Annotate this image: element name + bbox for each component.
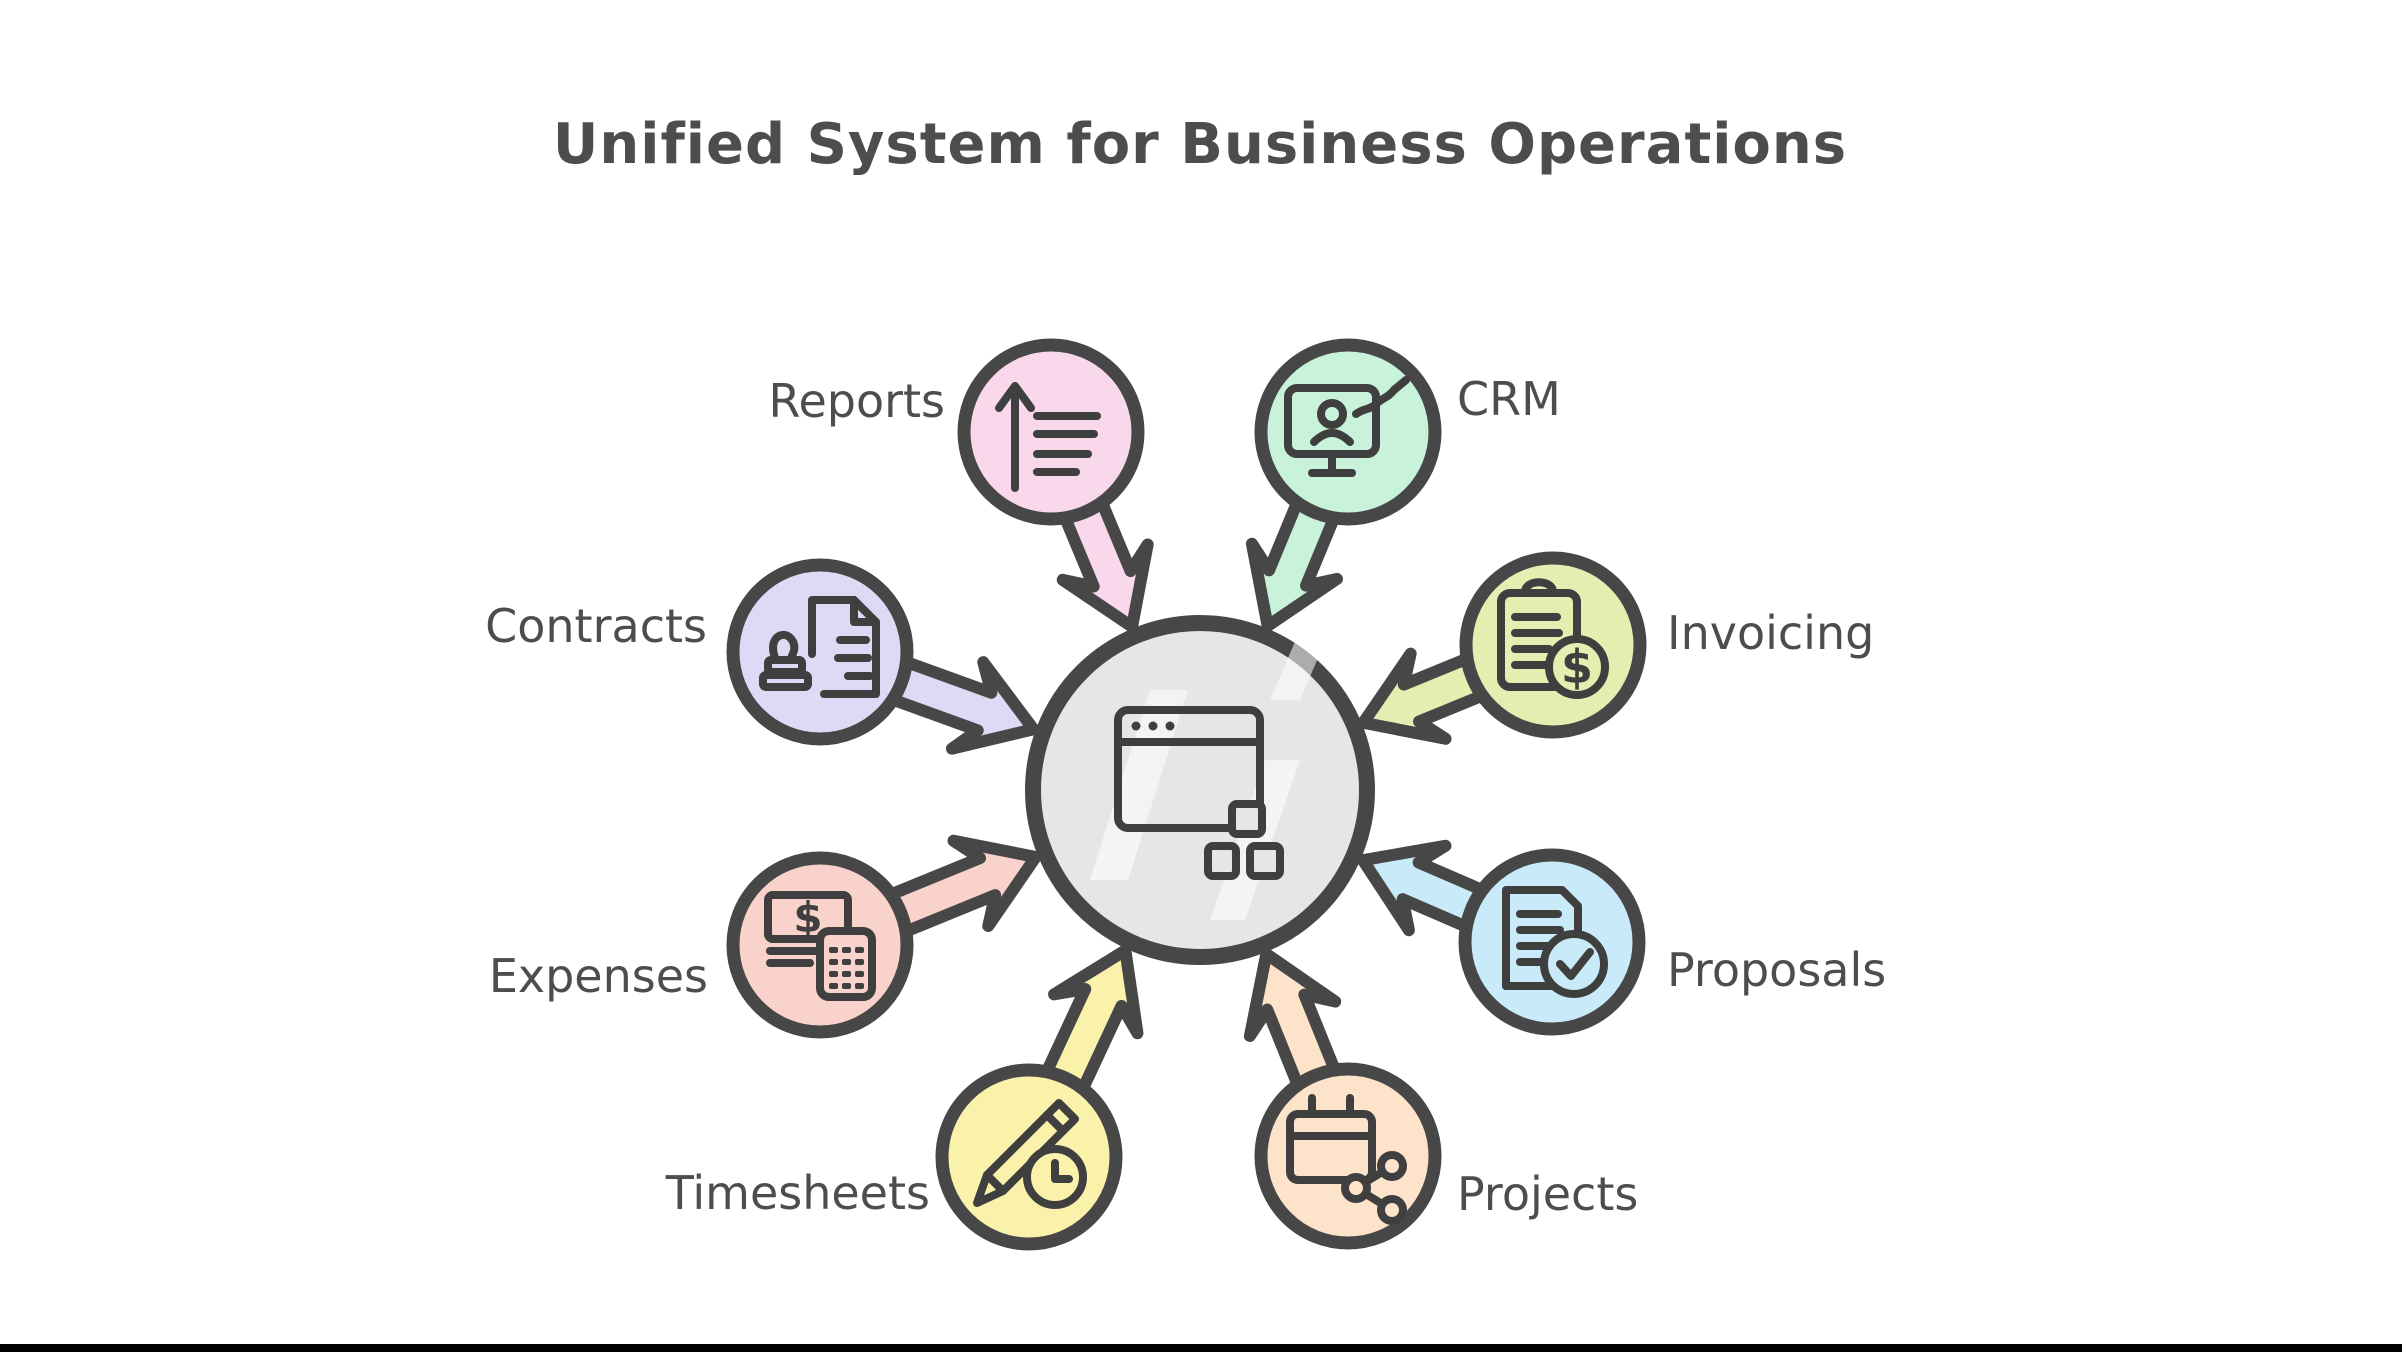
node-reports: Reports: [769, 338, 1145, 526]
page-title: Unified System for Business Operations: [553, 112, 1847, 177]
projects-label: Projects: [1457, 1167, 1638, 1221]
node-crm: CRM: [1254, 338, 1561, 526]
center-hub: [1025, 615, 1375, 965]
node-contracts: Contracts: [485, 558, 914, 746]
hand-drawn-highlights: [1090, 630, 1330, 920]
node-proposals: Proposals: [1458, 848, 1886, 1036]
timesheets-circle: [935, 1063, 1123, 1251]
calendar-share-icon: [1286, 1094, 1407, 1225]
contracts-label: Contracts: [485, 599, 707, 653]
report-growth-icon: [995, 382, 1101, 492]
node-timesheets: Timesheets: [665, 1063, 1123, 1251]
contract-stamp-icon: [759, 596, 880, 698]
dollar-glyph: $: [1561, 640, 1593, 694]
center-circle: [1025, 615, 1375, 965]
calculator-buttons: [829, 947, 864, 989]
node-invoicing: $ Invoicing: [1459, 551, 1874, 739]
crm-monitor-user-icon: [1284, 376, 1410, 477]
node-expenses: $ Expenses: [489, 851, 914, 1039]
invoicing-label: Invoicing: [1667, 606, 1874, 660]
proposals-label: Proposals: [1667, 943, 1886, 997]
node-projects: Projects: [1254, 1062, 1638, 1250]
money-calculator-icon: $: [764, 891, 876, 1001]
crm-label: CRM: [1457, 372, 1561, 426]
document-check-icon: [1502, 886, 1608, 998]
reports-label: Reports: [769, 374, 945, 428]
timesheets-label: Timesheets: [665, 1166, 930, 1220]
expenses-label: Expenses: [489, 949, 708, 1003]
contracts-circle: [726, 558, 914, 746]
pen-clock-icon: [973, 1099, 1087, 1209]
app-window-icon: [1114, 706, 1284, 880]
bottom-edge-bar: [0, 1344, 2402, 1352]
invoice-clipboard-dollar-icon: $: [1497, 578, 1609, 699]
